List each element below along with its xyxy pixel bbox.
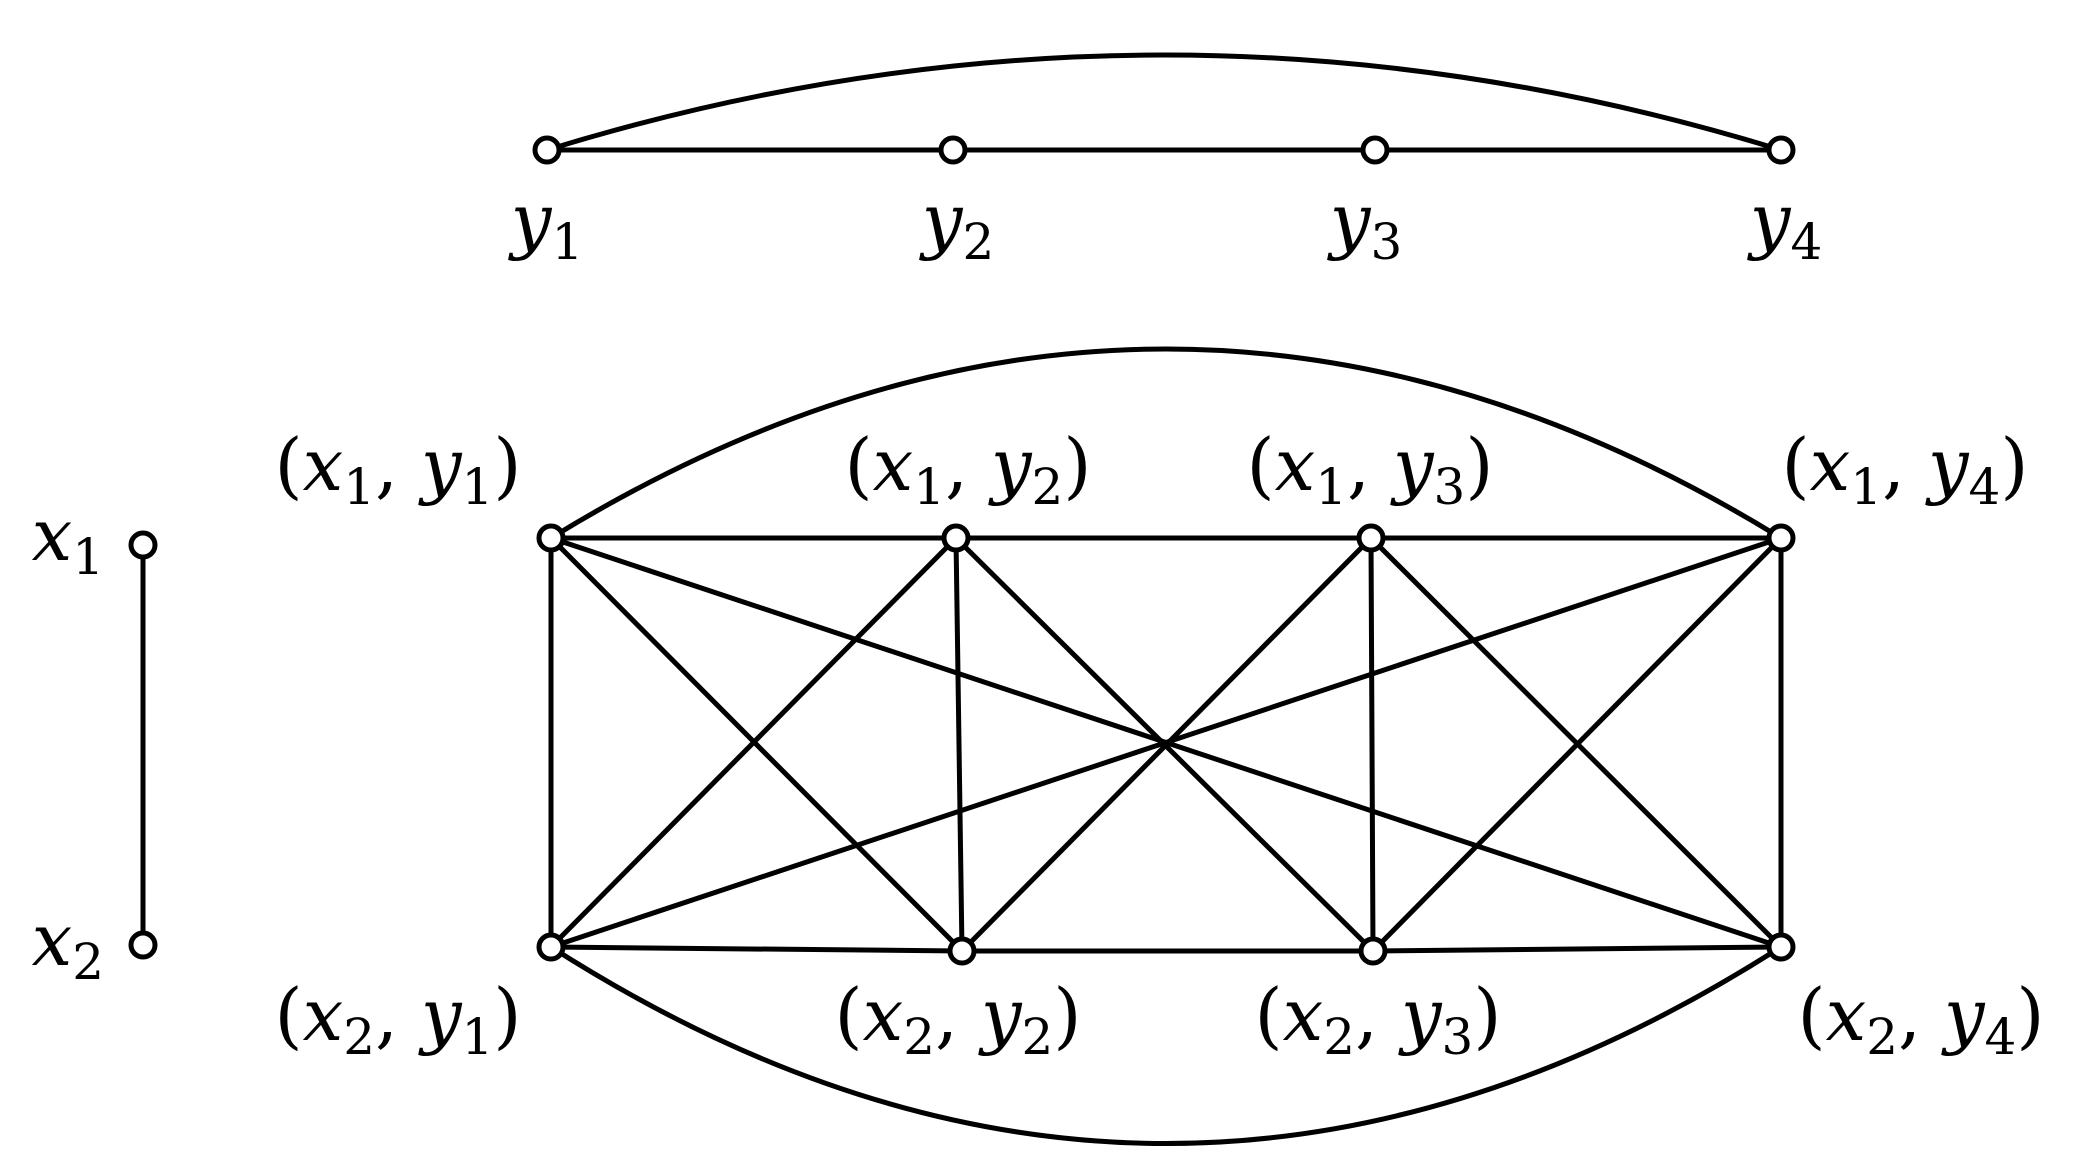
edges-layer [140, 52, 1784, 1146]
vertex-x1 [128, 530, 158, 560]
vertex-x2y1 [536, 932, 566, 962]
product-edge-x1y4-x2y1 [548, 535, 1784, 950]
label-x1y2: (x1, y2) [845, 423, 1092, 516]
product-edge-x1y1-x1y4 [548, 346, 1784, 541]
factor-y-edge-y1-y4 [544, 52, 1784, 153]
label-x1y3: (x1, y3) [1247, 423, 1494, 516]
product-edge-x1y4-x2y3 [1370, 535, 1784, 954]
labels-layer: x1 x2 y1 y2 y3 y4 (x1, y1) (x1, y2) (x1, y3) (x1,… [32, 178, 2045, 1066]
label-x2y4: (x2, y4) [1798, 973, 2045, 1066]
label-x1y4: (x1, y4) [1782, 423, 2029, 516]
product-edge-x2y1-x2y2 [548, 944, 965, 954]
product-edge-x2y1-x2y4 [548, 944, 1784, 1146]
label-x2y1: (x2, y1) [275, 973, 522, 1066]
vertex-y1 [532, 135, 562, 165]
product-edge-x1y3-x2y3 [1368, 535, 1376, 954]
label-x2: x2 [32, 898, 104, 991]
vertex-x1y2 [941, 523, 971, 553]
product-edge-x1y2-x2y1 [548, 535, 959, 950]
vertex-x1y1 [536, 523, 566, 553]
label-y1: y1 [508, 178, 584, 271]
vertex-x2 [128, 930, 158, 960]
label-y4: y4 [1747, 178, 1823, 271]
vertex-y2 [938, 135, 968, 165]
label-x1y1: (x1, y1) [275, 423, 522, 516]
vertices-layer [128, 135, 1796, 966]
product-edge-x1y2-x2y2 [953, 535, 965, 954]
vertex-x2y4 [1766, 932, 1796, 962]
product-edge-x1y1-x2y2 [548, 535, 965, 954]
label-y3: y3 [1327, 178, 1403, 271]
vertex-y4 [1766, 135, 1796, 165]
vertex-x1y4 [1766, 523, 1796, 553]
product-edge-x2y3-x2y4 [1370, 944, 1784, 954]
vertex-y3 [1360, 135, 1390, 165]
vertex-x1y3 [1356, 523, 1386, 553]
label-x1: x1 [32, 493, 104, 586]
vertex-x2y3 [1358, 936, 1388, 966]
label-x2y2: (x2, y2) [835, 973, 1082, 1066]
label-y2: y2 [919, 178, 995, 271]
vertex-x2y2 [947, 936, 977, 966]
label-x2y3: (x2, y3) [1255, 973, 1502, 1066]
